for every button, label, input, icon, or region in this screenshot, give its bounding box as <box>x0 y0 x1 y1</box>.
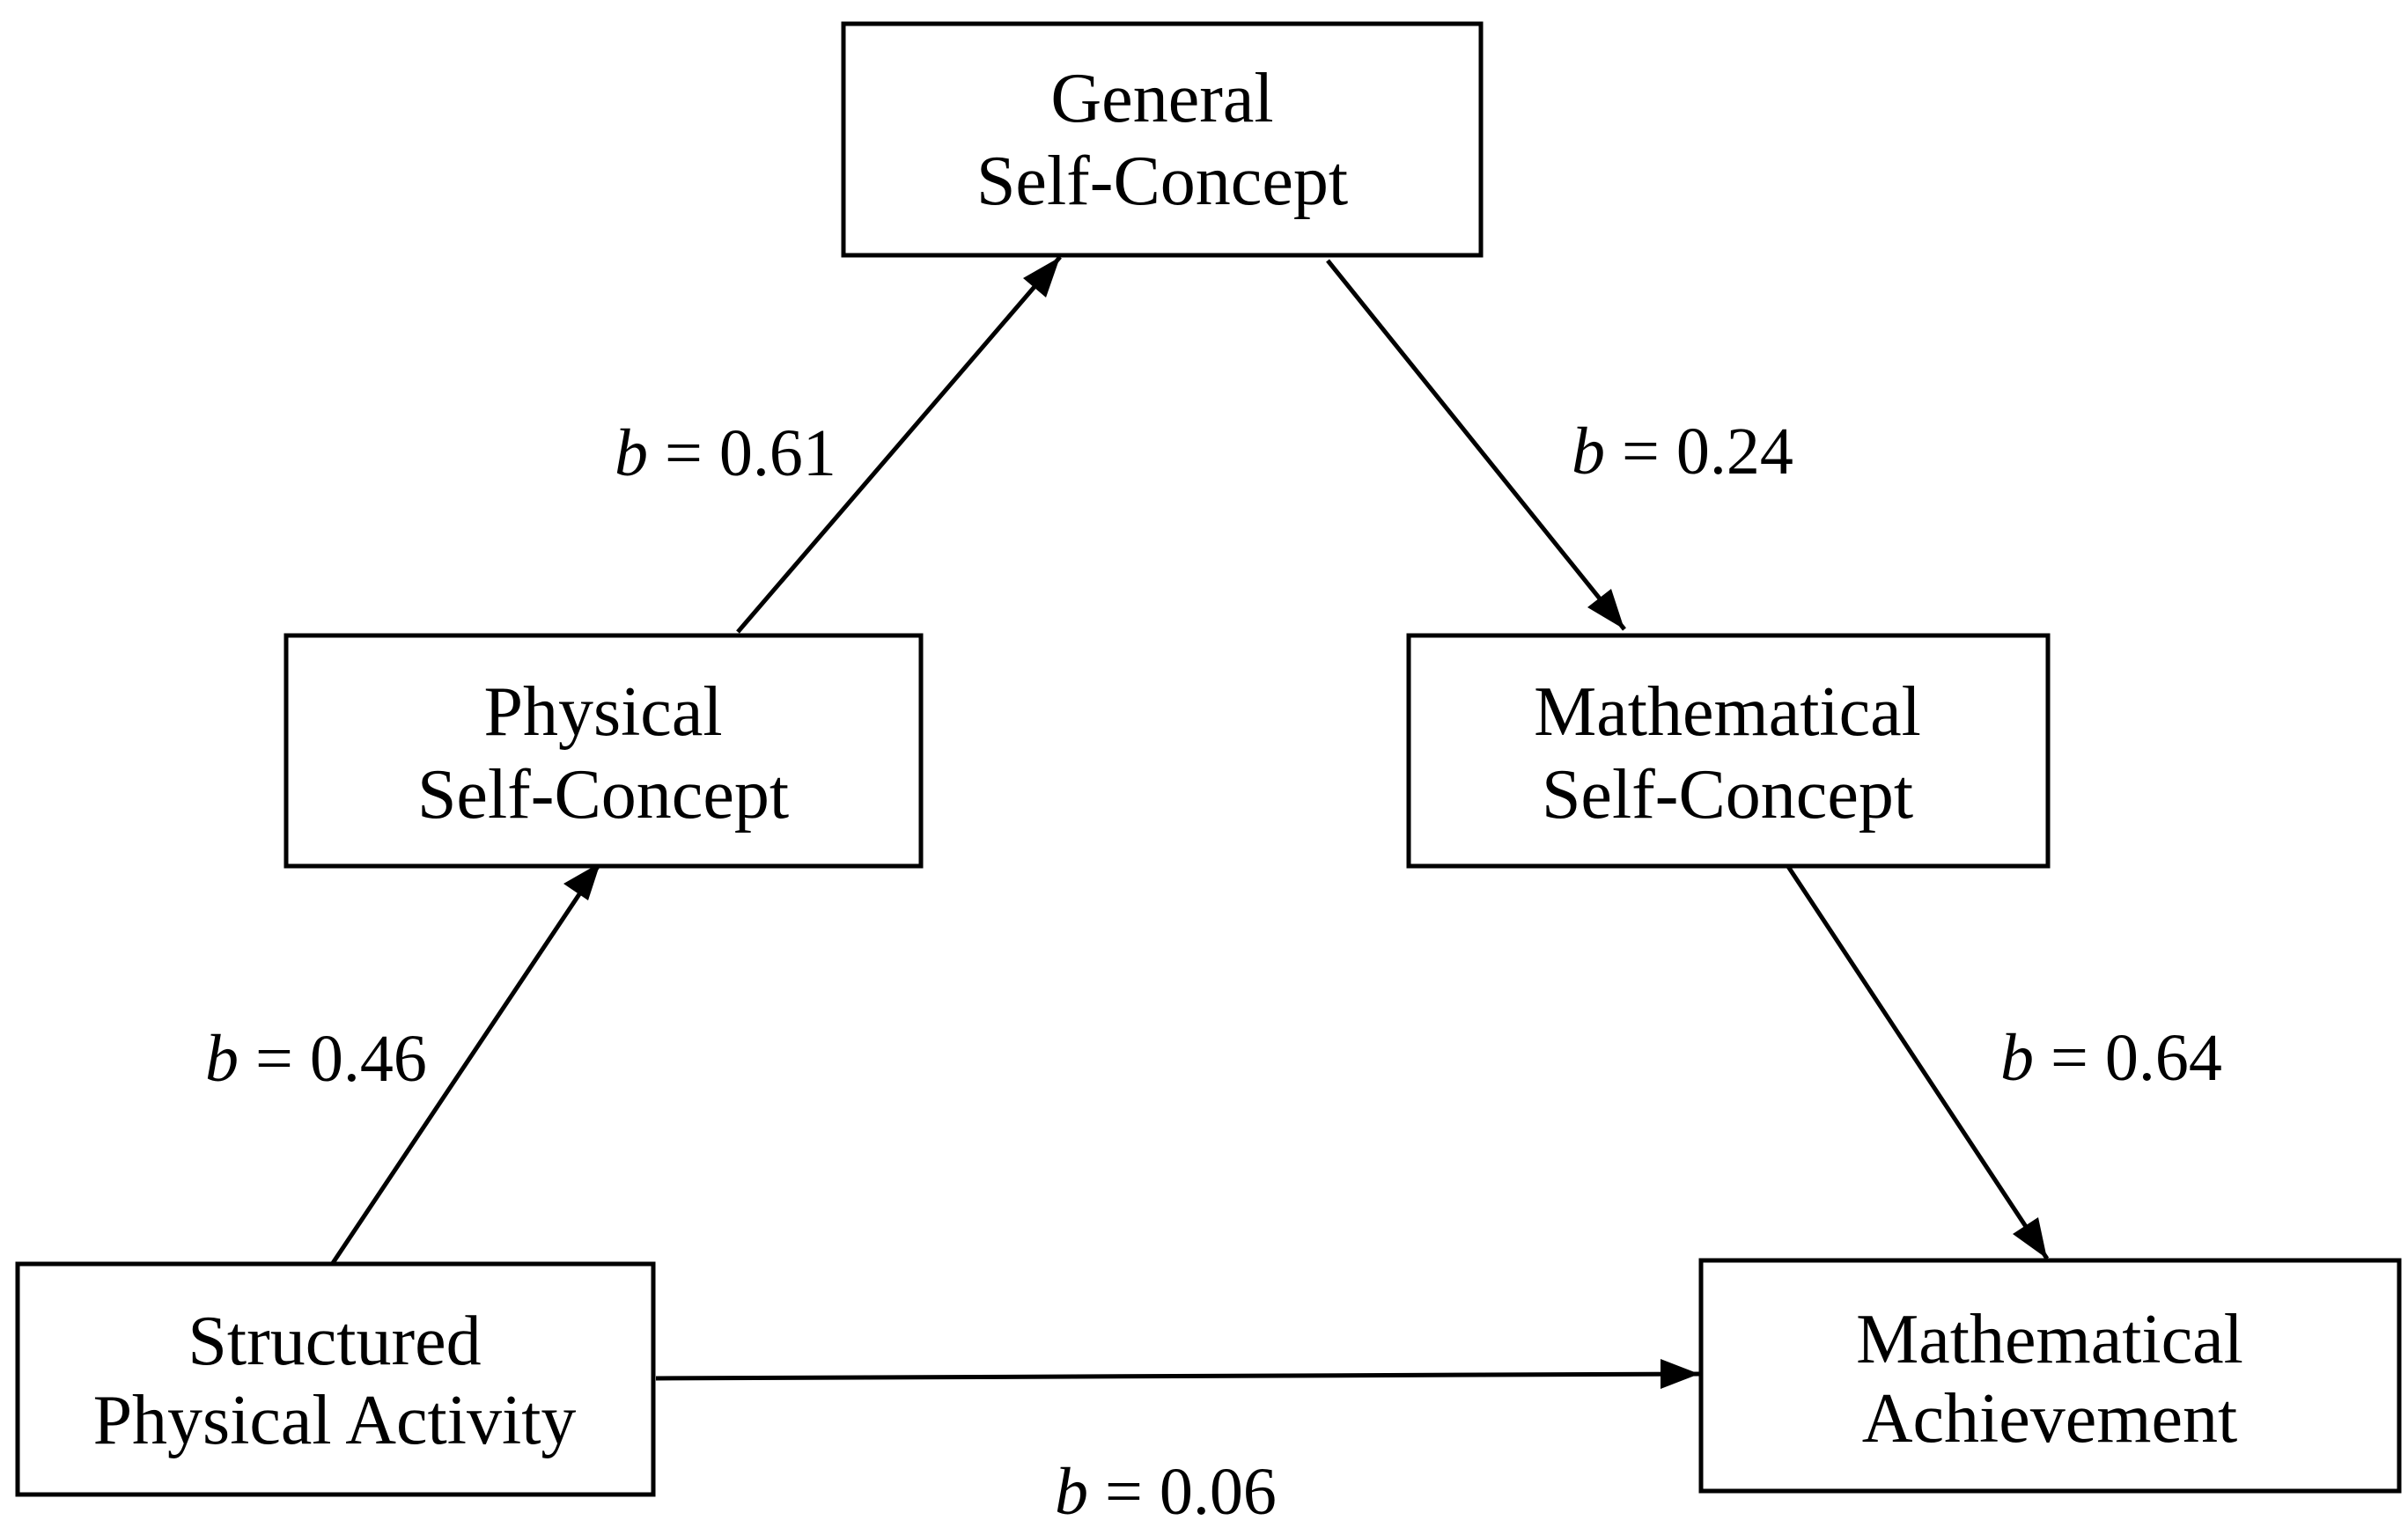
arrowhead-general-to-math-self <box>1587 589 1624 629</box>
node-label-line2: Physical Activity <box>93 1382 577 1459</box>
node-box <box>284 633 924 869</box>
label-activity-to-achievement: b = 0.06 <box>1055 1455 1277 1529</box>
node-label-line1: Mathematical <box>1534 673 1921 751</box>
node-label-line1: Structured <box>188 1303 481 1380</box>
arrow-activity-to-physical <box>330 861 603 1265</box>
label-activity-to-physical: b = 0.46 <box>205 1022 427 1096</box>
node-label-line2: Self-Concept <box>417 756 789 834</box>
label-physical-to-general: b = 0.61 <box>615 416 836 490</box>
arrow-general-to-math-self <box>1326 259 1626 631</box>
edges <box>330 255 2050 1389</box>
label-math-self-to-achievement: b = 0.64 <box>2000 1021 2222 1095</box>
node-label-line2: Self-Concept <box>1542 756 1913 834</box>
node-label-line1: General <box>1050 60 1273 137</box>
node-box <box>841 21 1484 258</box>
node-mathematical-self-concept: Mathematical Self-Concept <box>1406 633 2051 869</box>
node-structured-physical-activity: Structured Physical Activity <box>15 1261 656 1497</box>
arrowhead-math-self-to-achievement <box>2013 1217 2047 1259</box>
arrow-physical-to-general <box>736 255 1062 634</box>
label-general-to-math-self: b = 0.24 <box>1572 415 1793 488</box>
arrowhead-activity-to-achievement <box>1661 1359 1699 1389</box>
arrow-activity-to-achievement <box>655 1371 1700 1381</box>
node-label-line1: Mathematical <box>1856 1301 2243 1378</box>
node-box <box>1698 1258 2402 1494</box>
node-box <box>1406 633 2051 869</box>
node-box <box>15 1261 656 1497</box>
arrow-math-self-to-achievement <box>1785 863 2050 1260</box>
node-mathematical-achievement: Mathematical Achievement <box>1698 1258 2402 1494</box>
node-general-self-concept: General Self-Concept <box>841 21 1484 258</box>
node-label-line1: Physical <box>483 673 722 751</box>
arrowhead-physical-to-general <box>1023 257 1060 297</box>
node-label-line2: Achievement <box>1862 1380 2237 1458</box>
node-physical-self-concept: Physical Self-Concept <box>284 633 924 869</box>
edge-labels: b = 0.46 b = 0.61 b = 0.24 b = 0.64 b = … <box>205 415 2222 1529</box>
node-label-line2: Self-Concept <box>976 143 1348 220</box>
arrowhead-activity-to-physical <box>563 863 600 900</box>
